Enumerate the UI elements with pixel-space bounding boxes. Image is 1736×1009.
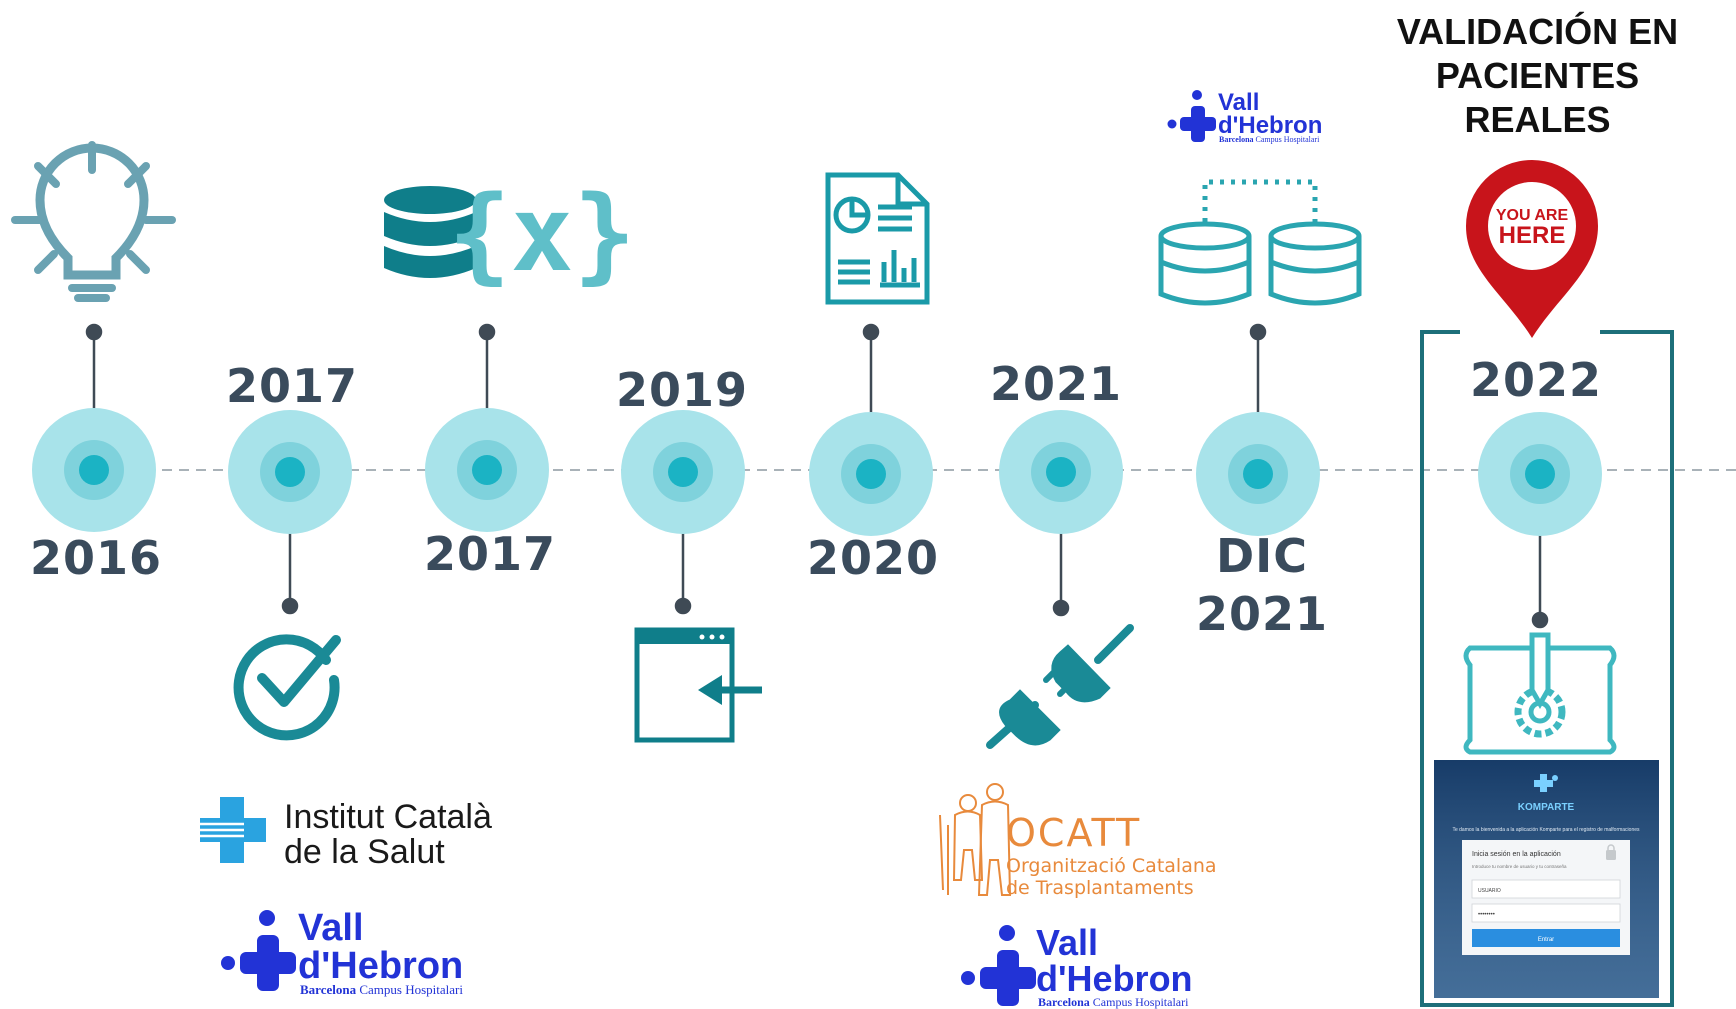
ocatt-line2: de Trasplantaments: [1006, 877, 1194, 899]
node-2016: [32, 408, 156, 532]
plug-connect-icon: [986, 624, 1134, 749]
node-dic-2021: [1196, 412, 1320, 536]
app-login-button: [1472, 929, 1620, 947]
database-variable-icon: {x}: [384, 173, 636, 295]
year-label-2017b: 2017: [423, 527, 557, 581]
year-label-2017a: 2017: [225, 359, 359, 413]
vall-top-line2: d'Hebron: [1218, 112, 1322, 139]
pin-line2: HERE: [1499, 222, 1566, 249]
window-import-icon: [634, 627, 762, 743]
year-label-2016: 2016: [29, 531, 163, 585]
node-2020: [809, 412, 933, 536]
current-stage-frame: [1420, 330, 1674, 1007]
node-2022: [1478, 412, 1602, 536]
app-login-title: Inicia sesión en la aplicación: [1472, 851, 1561, 858]
vall-left-sub: Campus Hospitalari: [359, 982, 463, 997]
node-2019: [621, 410, 745, 534]
stage-title-line3: REALES: [1464, 99, 1611, 140]
vall-left-line1: Vall: [298, 907, 364, 949]
svg-text:Barcelona Campus Hospitalari: Barcelona Campus Hospitalari: [300, 982, 463, 997]
blueprint-design-icon: [1463, 632, 1617, 755]
node-2021: [999, 410, 1123, 534]
timeline-nodes: [32, 408, 1602, 536]
year-label-dic: DIC: [1215, 529, 1309, 583]
year-label-2019: 2019: [615, 363, 749, 417]
ocatt-name: OCATT: [1006, 811, 1141, 855]
vall-left-line2: d'Hebron: [298, 945, 463, 987]
year-label-dic-2021: DIC 2021: [1162, 528, 1362, 643]
app-password-field: [1471, 903, 1621, 923]
year-label-dic-year: 2021: [1195, 586, 1329, 641]
stage-title: VALIDACIÓN EN PACIENTES REALES: [1370, 10, 1705, 142]
ocatt-line1: Organització Catalana: [1006, 855, 1217, 877]
year-label-2022: 2022: [1469, 353, 1603, 407]
node-2017b: [425, 408, 549, 532]
vall-hebron-logo-top: Vall d'Hebron Barcelona Campus Hospitala…: [1167, 89, 1322, 144]
app-password-value: ••••••••: [1478, 912, 1495, 918]
app-user-field: [1471, 879, 1621, 899]
ics-logo-mark: [200, 797, 266, 863]
vall-right-line2: d'Hebron: [1036, 958, 1193, 999]
komparte-app-screenshot: KOMPARTE Te damos la bienvenida a la apl…: [1434, 760, 1659, 998]
svg-text:Barcelona Campus Hospitalari: Barcelona Campus Hospitalari: [1219, 135, 1320, 144]
app-login-button-label: Entrar: [1538, 937, 1554, 943]
vall-hebron-logo-left: Vall d'Hebron Barcelona Campus Hospitala…: [221, 907, 463, 997]
app-user-value: USUARIO: [1478, 888, 1501, 894]
database-link-icon: [1158, 179, 1362, 306]
year-label-2020: 2020: [806, 531, 940, 585]
checkmark-circle-icon: [233, 634, 341, 741]
vall-left-sub-bold: Barcelona: [300, 982, 357, 997]
vall-top-sub: Campus Hospitalari: [1256, 135, 1321, 144]
vall-right-sub-bold: Barcelona: [1038, 995, 1090, 1009]
node-2017a: [228, 410, 352, 534]
pin-line1: YOU ARE: [1496, 207, 1569, 224]
ics-line1: Institut Català: [284, 798, 492, 836]
vall-hebron-logo-right: Vall d'Hebron Barcelona Campus Hospitala…: [961, 922, 1193, 1009]
stage-title-line2: PACIENTES: [1435, 55, 1640, 96]
stage-title-line1: VALIDACIÓN EN: [1396, 11, 1679, 52]
vall-right-line1: Vall: [1036, 922, 1098, 963]
app-login-hint: Introduce tu nombre de usuario y tu cont…: [1472, 864, 1567, 869]
ocatt-logo: OCATT Organització Catalana de Trasplant…: [939, 783, 1217, 899]
report-document-icon: [825, 172, 930, 305]
app-welcome: Te damos la bienvenida a la aplicación K…: [1452, 827, 1640, 833]
vall-top-line1: Vall: [1218, 89, 1259, 116]
app-brand: KOMPARTE: [1518, 802, 1575, 813]
you-are-here-pin: YOU ARE HERE: [1466, 160, 1598, 338]
ics-line2: de la Salut: [284, 833, 445, 871]
vall-top-sub-bold: Barcelona: [1219, 135, 1254, 144]
lightbulb-icon: [11, 141, 176, 302]
komparte-logo-icon: [1534, 774, 1558, 792]
lock-icon: [1606, 850, 1616, 860]
svg-text:{x}: {x}: [448, 173, 636, 295]
svg-text:Barcelona Campus Hospitalari: Barcelona Campus Hospitalari: [1038, 995, 1189, 1009]
vall-right-sub: Campus Hospitalari: [1093, 995, 1189, 1009]
year-label-2021: 2021: [989, 357, 1123, 411]
